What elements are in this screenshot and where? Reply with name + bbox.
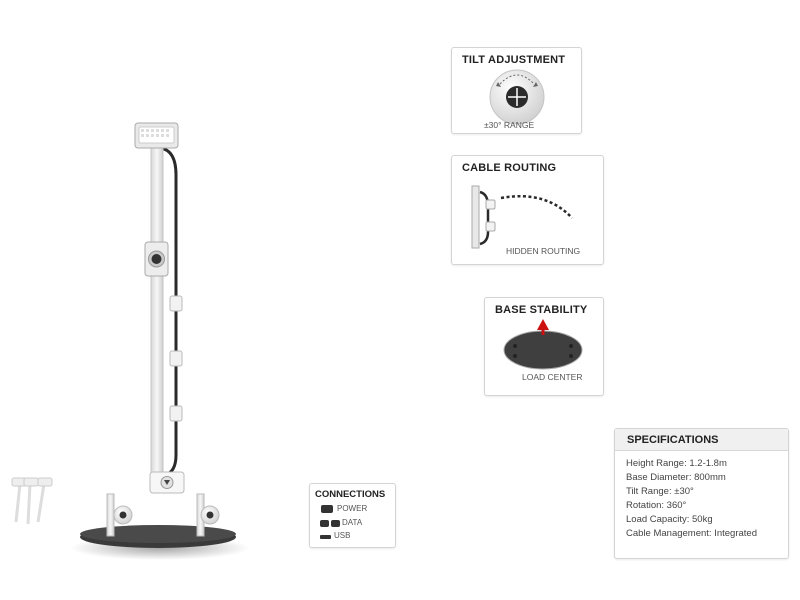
data-port-icon xyxy=(320,520,329,527)
spec-cable-management: Cable Management: Integrated xyxy=(626,528,757,539)
cable-routing-caption: HIDDEN ROUTING xyxy=(506,246,581,256)
load-arrow-icon xyxy=(537,319,549,330)
connections-card: CONNECTIONS POWER DATA USB xyxy=(309,483,396,548)
spec-rotation: Rotation: 360° xyxy=(626,500,687,511)
chevron-down-icon xyxy=(164,480,170,485)
height-adjust-button[interactable] xyxy=(149,471,185,494)
tilt-adjustment-card: TILT ADJUSTMENT ±30° RANGE xyxy=(451,47,582,134)
usb-label: USB xyxy=(334,531,351,540)
right-leg-knob xyxy=(200,505,220,525)
spec-base-diameter: Base Diameter: 800mm xyxy=(626,472,726,483)
power-label: POWER xyxy=(337,504,368,513)
base-stability-title: BASE STABILITY xyxy=(495,304,588,316)
left-leg-knob xyxy=(113,505,133,525)
tilt-dial-icon xyxy=(489,69,545,125)
side-pins xyxy=(11,477,53,525)
base-stability-caption: LOAD CENTER xyxy=(522,372,583,382)
spec-height-range: Height Range: 1.2-1.8m xyxy=(626,458,727,469)
top-light-head xyxy=(134,122,179,149)
data-port-icon-2 xyxy=(331,520,340,527)
base-stability-card: BASE STABILITY LOAD CENTER xyxy=(484,297,604,396)
base-stability-icon xyxy=(503,319,583,370)
specifications-title: SPECIFICATIONS xyxy=(627,434,719,446)
cable-routing-icon xyxy=(471,185,573,249)
base-plate-top xyxy=(80,525,236,543)
cable-clip-2 xyxy=(169,350,183,367)
cable-routing-title: CABLE ROUTING xyxy=(462,162,557,174)
cable-clip-3 xyxy=(169,405,183,422)
specifications-header xyxy=(615,429,788,451)
tilt-adjustment-title: TILT ADJUSTMENT xyxy=(462,54,566,66)
data-label: DATA xyxy=(342,518,363,527)
cable-clip-1 xyxy=(169,295,183,312)
pole-camera-unit xyxy=(144,241,169,277)
usb-port-icon xyxy=(320,535,331,539)
specifications-card: SPECIFICATIONS Height Range: 1.2-1.8m Ba… xyxy=(614,428,789,559)
spec-load-capacity: Load Capacity: 50kg xyxy=(626,514,713,525)
tilt-range-label: ±30° RANGE xyxy=(484,120,535,130)
spec-tilt-range: Tilt Range: ±30° xyxy=(626,486,694,497)
cable-routing-card: CABLE ROUTING HIDDEN ROUTING xyxy=(451,155,604,265)
main-pole xyxy=(150,144,164,476)
power-port-icon xyxy=(321,505,333,513)
connections-title: CONNECTIONS xyxy=(315,489,386,500)
left-base-leg xyxy=(106,493,115,537)
